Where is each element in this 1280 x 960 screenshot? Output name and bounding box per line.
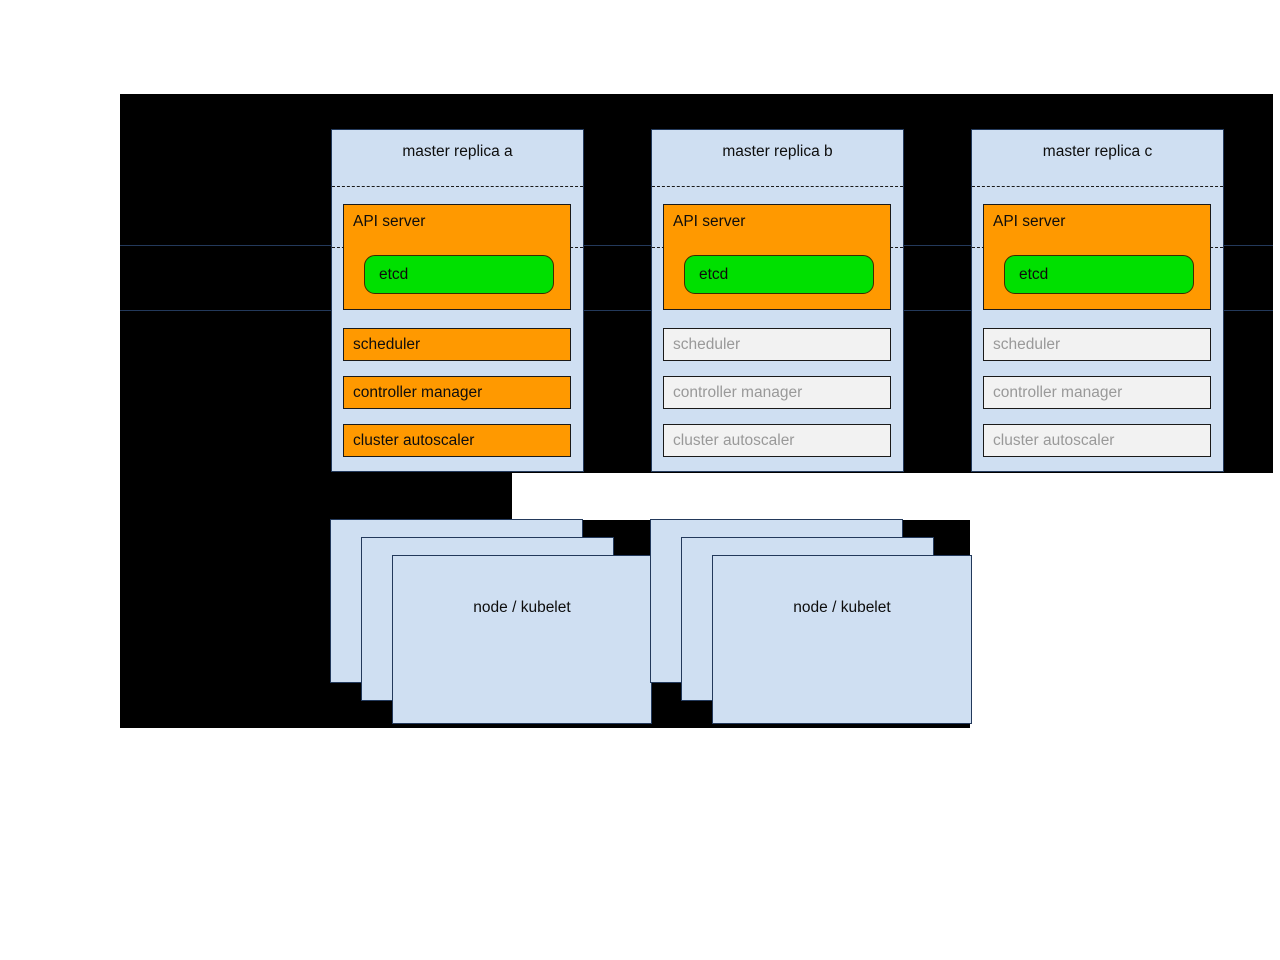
master-replica-b-title: master replica b	[722, 143, 833, 160]
master-replica-b-scheduler[interactable]: scheduler	[663, 328, 891, 361]
master-replica-a-cluster-autoscaler[interactable]: cluster autoscaler	[343, 424, 571, 457]
node-stack-1-label: node / kubelet	[473, 599, 571, 616]
master-replica-b-separator-top	[652, 186, 903, 187]
master-replica-a-etcd[interactable]: etcd	[364, 255, 554, 294]
master-replica-a-scheduler[interactable]: scheduler	[343, 328, 571, 361]
master-replica-c-scheduler[interactable]: scheduler	[983, 328, 1211, 361]
master-replica-c-apiserver-label: API server	[993, 213, 1066, 230]
master-replica-b-apiserver-label: API server	[673, 213, 746, 230]
master-replica-a-title: master replica a	[402, 143, 513, 160]
node-stack-1-layer-front[interactable]: node / kubelet	[392, 555, 652, 724]
node-stack-2-label: node / kubelet	[793, 599, 891, 616]
master-replica-c-cluster-autoscaler[interactable]: cluster autoscaler	[983, 424, 1211, 457]
master-replica-a-apiserver-label: API server	[353, 213, 426, 230]
master-replica-b-etcd[interactable]: etcd	[684, 255, 874, 294]
master-replica-b-controller-manager[interactable]: controller manager	[663, 376, 891, 409]
node-stack-2-layer-front[interactable]: node / kubelet	[712, 555, 972, 724]
master-replica-c-separator-top	[972, 186, 1223, 187]
master-replica-c-title: master replica c	[1042, 143, 1153, 160]
master-replica-c-controller-manager[interactable]: controller manager	[983, 376, 1211, 409]
master-replica-c-etcd[interactable]: etcd	[1004, 255, 1194, 294]
master-replica-a-controller-manager[interactable]: controller manager	[343, 376, 571, 409]
master-replica-a-separator-top	[332, 186, 583, 187]
master-replica-b-cluster-autoscaler[interactable]: cluster autoscaler	[663, 424, 891, 457]
